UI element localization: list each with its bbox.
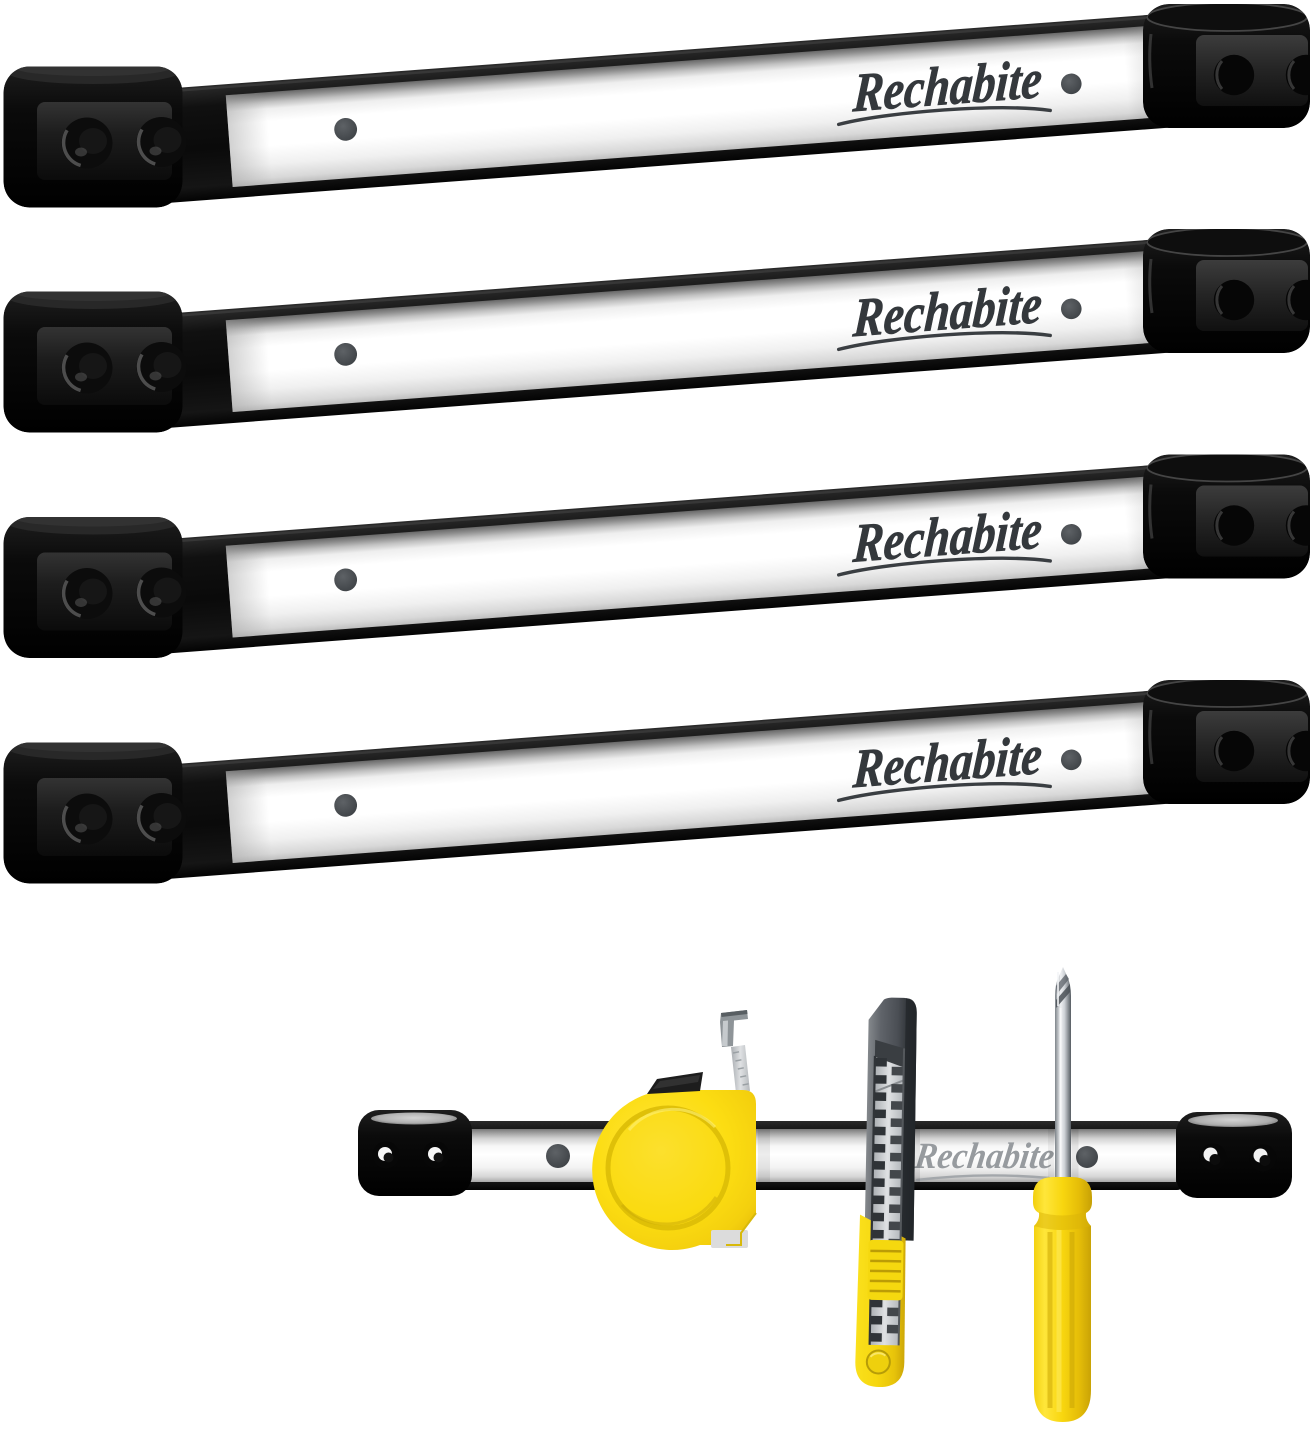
svg-text:Rechabite: Rechabite [911, 1136, 1057, 1177]
